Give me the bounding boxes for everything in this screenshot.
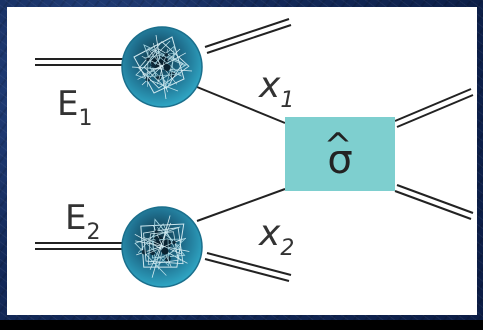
hadron-blob-2 bbox=[120, 204, 204, 290]
incoming-beam-1 bbox=[35, 58, 125, 66]
parton-line-2 bbox=[196, 188, 286, 222]
parton-scattering-diagram: ^ σ E1 E2 x1 x2 bbox=[35, 18, 474, 290]
cross-section-symbol: σ bbox=[327, 137, 352, 183]
bottom-bar bbox=[0, 320, 483, 330]
parton-1-label: x1 bbox=[258, 65, 294, 113]
diagram-panel: ^ σ E1 E2 x1 x2 bbox=[7, 7, 477, 315]
cross-section-hat: ^ bbox=[324, 126, 353, 166]
outgoing-particle-2 bbox=[394, 184, 474, 220]
beam-energy-1-label: E1 bbox=[57, 84, 92, 131]
beam-energy-2-label: E2 bbox=[65, 198, 100, 245]
hadron-blob-1 bbox=[121, 26, 203, 108]
incoming-beam-2 bbox=[35, 242, 125, 250]
beam-remnant-2 bbox=[204, 252, 292, 282]
beam-remnant-1 bbox=[204, 18, 292, 54]
parton-line-1 bbox=[196, 86, 286, 124]
hard-process-box bbox=[285, 117, 395, 191]
outgoing-particle-1 bbox=[394, 88, 474, 128]
parton-2-label: x2 bbox=[258, 213, 294, 261]
